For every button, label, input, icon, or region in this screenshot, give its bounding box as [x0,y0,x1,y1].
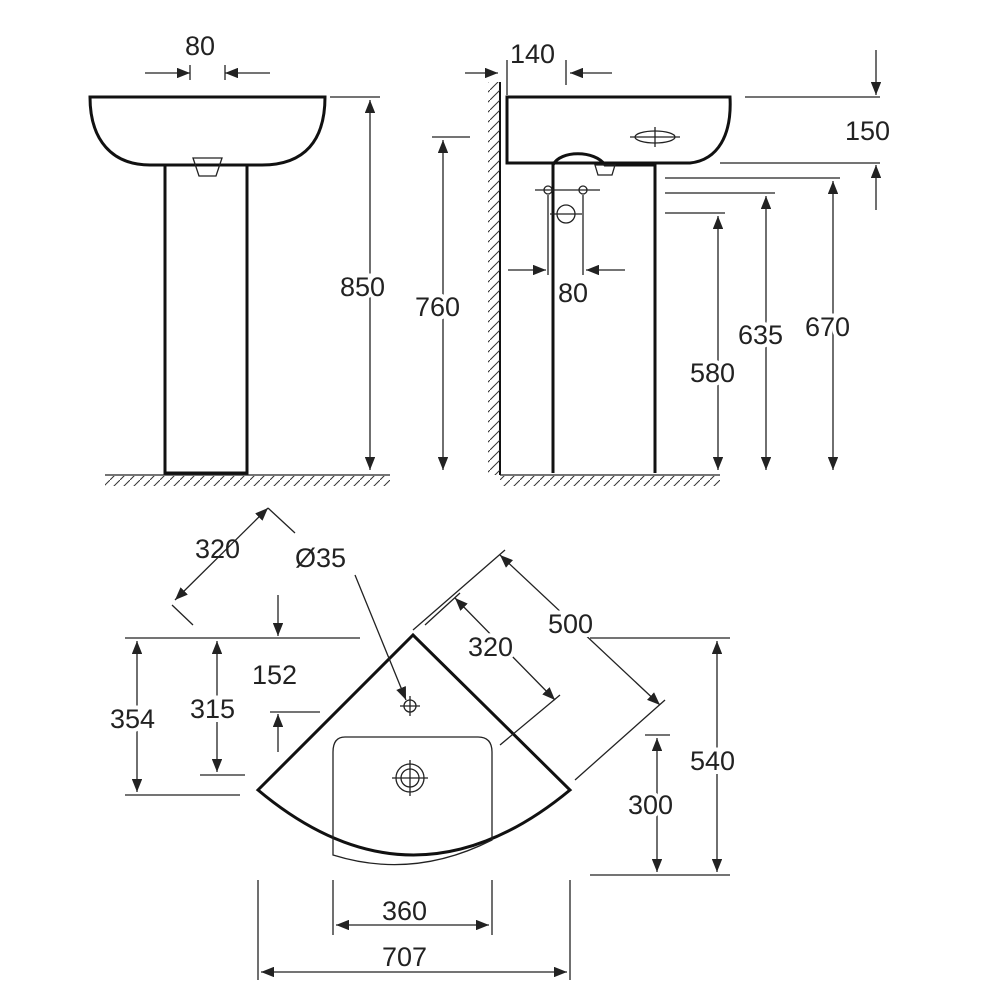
dim-300: 300 [628,790,673,820]
dim-670: 670 [805,312,850,342]
front-view: 80 850 [88,31,390,486]
basin-side [505,95,732,165]
side-view: 140 150 760 80 670 635 580 [411,39,890,486]
dim-360: 360 [382,896,427,926]
dim-diameter-35: Ø35 [295,543,346,573]
corner-basin-outline [255,632,573,857]
dim-635: 635 [738,320,783,350]
plan-view: Ø35 320 500 320 152 354 315 540 300 [106,507,739,980]
bowl-outline [332,736,493,866]
wall-hatch [488,82,500,475]
dim-540: 540 [690,746,735,776]
dim-140: 140 [510,39,555,69]
floor-hatch [105,476,390,486]
pedestal-side [551,152,657,473]
dim-760: 760 [415,292,460,322]
dim-354: 354 [110,704,155,734]
dim-80-side: 80 [558,278,588,308]
dim-580: 580 [690,358,735,388]
dim-707: 707 [382,942,427,972]
dim-152: 152 [252,660,297,690]
dim-315: 315 [190,694,235,724]
dim-320-left: 320 [195,534,240,564]
dim-850: 850 [340,272,385,302]
dim-80-front: 80 [185,31,215,61]
dim-150: 150 [845,116,890,146]
waste-fitting [192,157,223,177]
dim-320-right: 320 [468,632,513,662]
pedestal-front [163,163,249,475]
basin-front [88,95,327,167]
dim-500: 500 [548,609,593,639]
